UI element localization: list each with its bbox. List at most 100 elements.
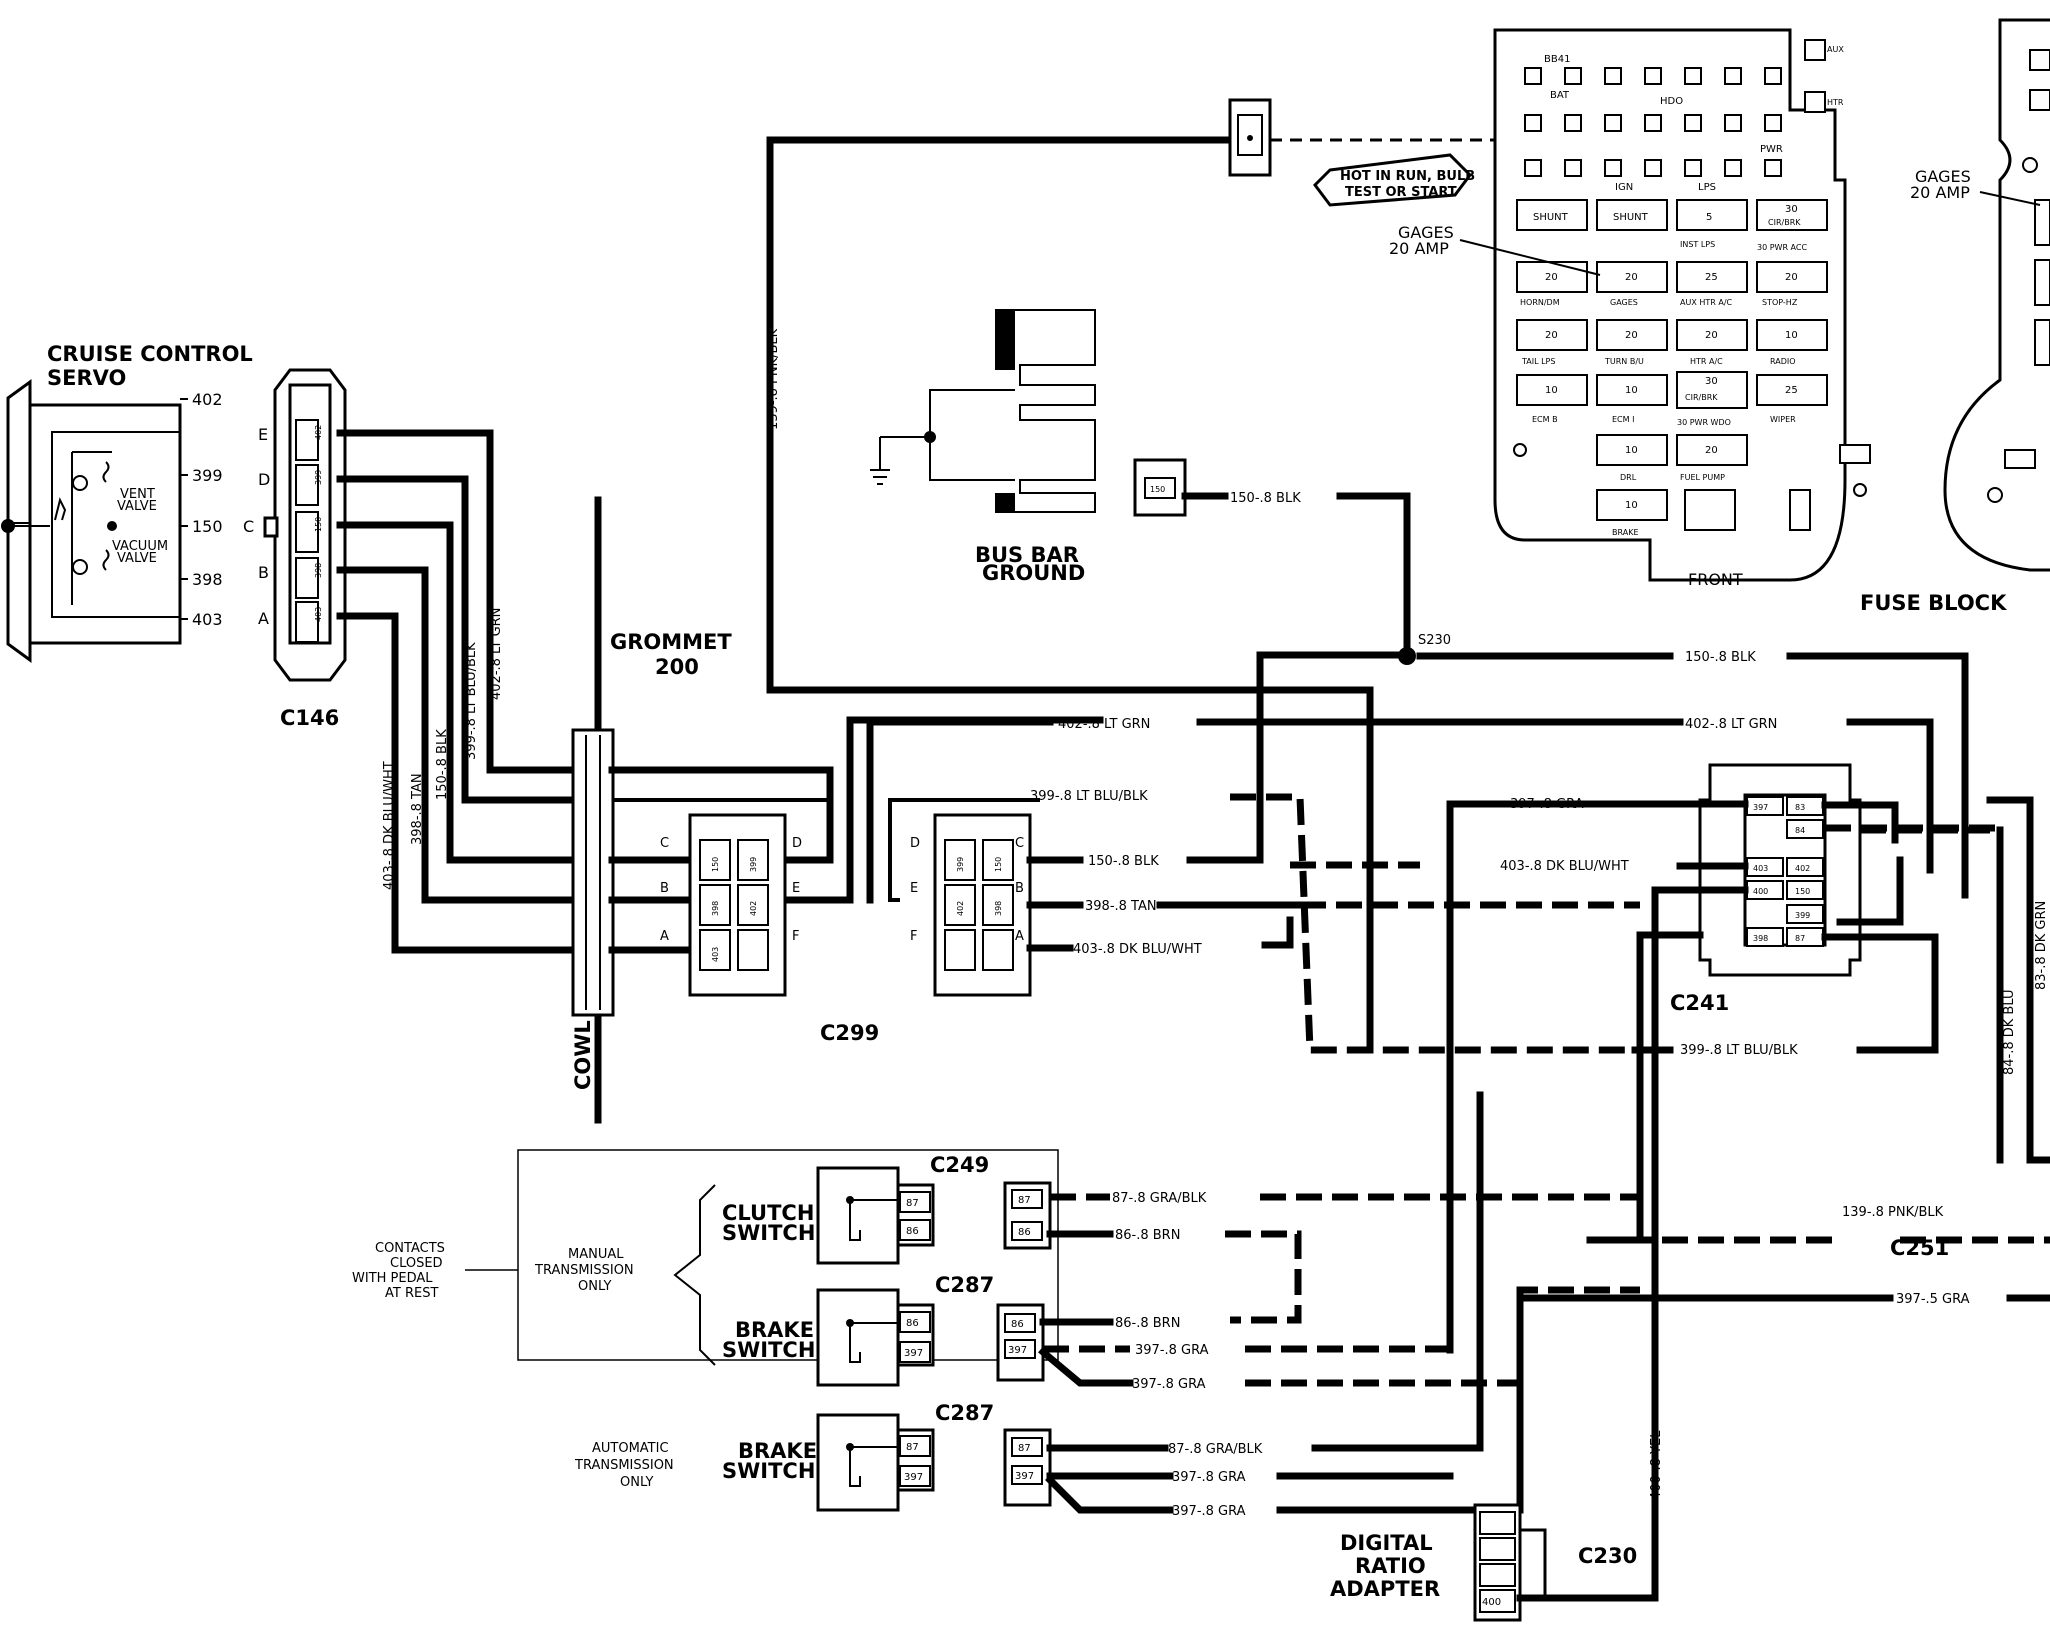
wire-87-gra: 87-.8 GRA/BLK [1112, 1191, 1207, 1206]
wire-402-left: 402-.8 LT GRN [1058, 717, 1150, 732]
c299-pin-b: B [660, 881, 669, 896]
c146-pin-b: B [258, 563, 269, 582]
wire-397-d: 397-.8 GRA [1172, 1504, 1246, 1519]
c287a-label: C287 [935, 1273, 994, 1297]
wire-402-vert: 402-.8 LT GRN [489, 608, 504, 700]
contacts-line4: AT REST [385, 1286, 438, 1301]
c299r-cavity-399: 399 [956, 857, 965, 872]
wire-402-right: 402-.8 LT GRN [1685, 717, 1777, 732]
c241-84: 84 [1795, 826, 1805, 835]
c299-cavity-403: 403 [711, 947, 720, 962]
c299-pin-a: A [660, 929, 669, 944]
clutch-switch-line2: SWITCH [722, 1221, 815, 1245]
wire-399-low: 399-.8 LT BLU/BLK [1680, 1043, 1798, 1058]
wire-403-mid: 403-.8 DK BLU/WHT [1073, 942, 1202, 957]
right-gages-line2: 20 AMP [1910, 183, 1970, 202]
wire-84-vert: 84-.8 DK BLU [2002, 990, 2017, 1075]
brake-pin-397: 397 [904, 1348, 923, 1359]
servo-pin-150: 150 [192, 517, 223, 536]
fuse-side-htr: HTR [1827, 98, 1844, 107]
c241-83: 83 [1795, 803, 1805, 812]
c146-cavity-150: 150 [314, 517, 323, 532]
fuse-f8-label: STOP-HZ [1762, 298, 1798, 307]
fuse-f16-label: WIPER [1770, 415, 1796, 424]
wire-139-right: 139-.8 PNK/BLK [1842, 1205, 1944, 1220]
c241-403: 403 [1753, 864, 1768, 873]
fuse-f12: 10 [1785, 330, 1798, 341]
contacts-line3: WITH PEDAL [352, 1271, 433, 1286]
servo-pin-403: 403 [192, 610, 223, 629]
fuse-f10-label: TURN B/U [1604, 357, 1644, 366]
wire-87-auto: 87-.8 GRA/BLK [1168, 1442, 1263, 1457]
fuse-bb41: BB41 [1544, 54, 1570, 65]
auto-brake-line2: SWITCH [722, 1459, 815, 1483]
grommet-number: 200 [655, 655, 699, 679]
fuse-f14: 10 [1625, 385, 1638, 396]
s230-label: S230 [1418, 633, 1451, 648]
fuse-f17: 10 [1625, 445, 1638, 456]
fuse-f4-label: CIR/BRK [1768, 218, 1801, 227]
wire-397-b: 397-.8 GRA [1132, 1377, 1206, 1392]
wire-397-top: 397-.8 GRA [1510, 797, 1584, 812]
fuse-f3-label: INST LPS [1680, 240, 1715, 249]
switch-section: CONTACTS CLOSED WITH PEDAL AT REST MANUA… [352, 1091, 1640, 1519]
brake-switch-line1: BRAKE [735, 1318, 814, 1342]
c299r-cavity-150: 150 [994, 857, 1003, 872]
c241-397: 397 [1753, 803, 1768, 812]
c146-cavity-402: 402 [314, 425, 323, 440]
wire-139-vert: 139-.8 PNK/BLK [766, 328, 781, 430]
c287b-pin-87: 87 [1018, 1443, 1031, 1454]
wire-139-loop: 139-.8 PNK/BLK HOT IN RUN, BULB TEST OR … [766, 98, 1500, 694]
c299r-pin-a: A [1015, 929, 1024, 944]
wire-398-mid: 398-.8 TAN [1085, 899, 1157, 914]
auto-line1: AUTOMATIC [592, 1441, 669, 1456]
c299-cavity-402: 402 [749, 901, 758, 916]
c241-150: 150 [1795, 887, 1810, 896]
c146-pin-c: C [243, 517, 254, 536]
vacuum-valve-label1: VACUUM [112, 539, 168, 554]
connector-c241: 397 83 84 403 402 400 150 399 398 87 C24… [1446, 763, 2050, 1524]
c241-402: 402 [1795, 864, 1810, 873]
digital-ratio-adapter: DIGITAL RATIO ADAPTER 400 C230 [1330, 1503, 1659, 1622]
brake-pin-86: 86 [906, 1318, 919, 1329]
c146-cavity-398: 398 [314, 563, 323, 578]
clutch-pin-86: 86 [906, 1226, 919, 1237]
wire-399-mid: 399-.8 LT BLU/BLK [1030, 789, 1148, 804]
clutch-pin-87: 87 [906, 1198, 919, 1209]
fuse-pwr: PWR [1760, 144, 1783, 155]
c287a-pin-397: 397 [1008, 1345, 1027, 1356]
grommet-cowl: GROMMET 200 COWL [571, 496, 732, 1124]
fuse-f10: 20 [1625, 330, 1638, 341]
fuse-f16: 25 [1785, 385, 1798, 396]
wire-397-c: 397-.8 GRA [1172, 1470, 1246, 1485]
mid-wires: 402-.8 LT GRN 402-.8 LT GRN 399-.8 LT BL… [866, 651, 1934, 1054]
auto-brake-pin-87: 87 [906, 1442, 919, 1453]
servo-pin-398: 398 [192, 570, 223, 589]
servo-pin-402: 402 [192, 390, 223, 409]
c299-cavity-150: 150 [711, 857, 720, 872]
c241-398: 398 [1753, 934, 1768, 943]
manual-line2: TRANSMISSION [534, 1263, 634, 1278]
wire-150-vert: 150-.8 BLK [435, 729, 450, 800]
bus-bar-label1: BUS BAR [975, 543, 1079, 567]
fuse-f7: 25 [1705, 272, 1718, 283]
wire-403-right: 403-.8 DK BLU/WHT [1500, 859, 1629, 874]
gages-note-line2: 20 AMP [1389, 239, 1449, 258]
fuse-f19: 10 [1625, 500, 1638, 511]
c146-pin-e: E [258, 425, 268, 444]
c299r-pin-c: C [1015, 836, 1024, 851]
fuse-f8: 20 [1785, 272, 1798, 283]
vent-valve-label2: VALVE [117, 499, 157, 514]
fuse-block-label: FUSE BLOCK [1860, 591, 2007, 615]
fuse-lps: LPS [1698, 182, 1716, 193]
c146-label: C146 [280, 706, 339, 730]
contacts-line1: CONTACTS [375, 1241, 445, 1256]
fuse-f1: SHUNT [1533, 212, 1569, 223]
c146-cavity-399: 399 [314, 470, 323, 485]
hot-note-line2: TEST OR START [1345, 185, 1457, 200]
servo-pin-399: 399 [192, 466, 223, 485]
c299r-cavity-402: 402 [956, 901, 965, 916]
vacuum-valve-label2: VALVE [117, 551, 157, 566]
